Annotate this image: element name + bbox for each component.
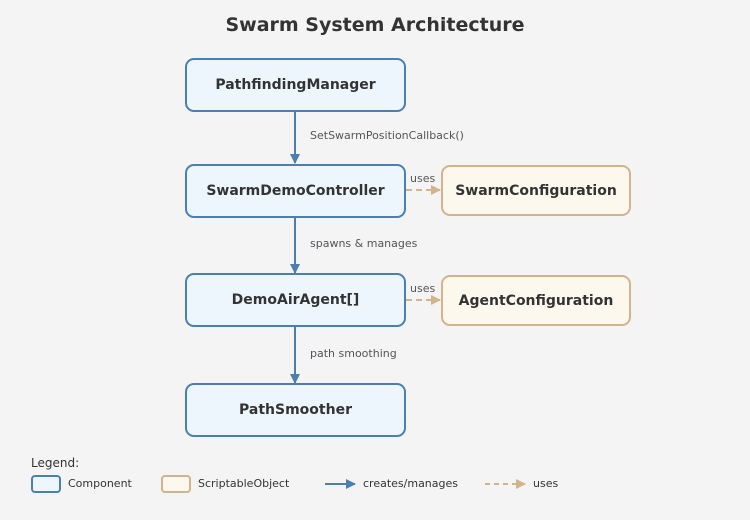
node-label: SwarmDemoController [206,183,385,199]
legend-so-label: ScriptableObject [198,477,290,490]
legend-uses-label: uses [533,477,559,490]
edge-label-set-callback: SetSwarmPositionCallback() [310,129,464,142]
edge-label-path-smoothing: path smoothing [310,347,397,360]
edge-label-spawns: spawns & manages [310,237,418,250]
node-label: DemoAirAgent[] [231,292,360,308]
diagram-title: Swarm System Architecture [225,14,525,36]
node-swarm-demo-controller[interactable]: SwarmDemoController [185,164,406,218]
node-swarm-configuration[interactable]: SwarmConfiguration [441,165,631,216]
edge-label-uses-1: uses [410,172,436,185]
node-path-smoother[interactable]: PathSmoother [185,383,406,437]
node-label: AgentConfiguration [458,292,614,309]
legend-so-swatch [161,475,191,493]
node-label: SwarmConfiguration [455,182,617,199]
edge-label-uses-2: uses [410,282,436,295]
legend-component-label: Component [68,477,132,490]
node-label: PathfindingManager [215,77,376,93]
node-demo-air-agent[interactable]: DemoAirAgent[] [185,273,406,327]
node-agent-configuration[interactable]: AgentConfiguration [441,275,631,326]
node-label: PathSmoother [239,402,352,418]
legend-component-swatch [31,475,61,493]
legend-creates-label: creates/manages [363,477,459,490]
legend-title: Legend: [31,456,80,470]
node-pathfinding-manager[interactable]: PathfindingManager [185,58,406,112]
